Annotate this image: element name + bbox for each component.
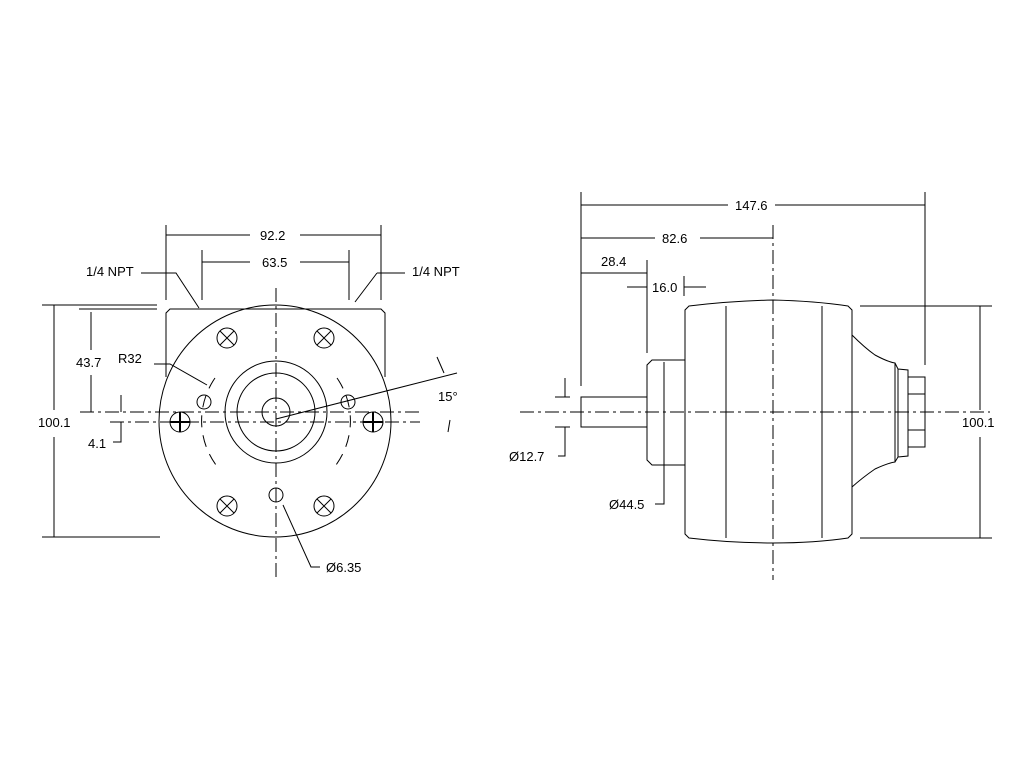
dim-16-0: 16.0	[652, 280, 677, 295]
dimension-lines	[42, 225, 451, 568]
bolt-holes	[216, 327, 335, 517]
dim-height: 100.1	[38, 415, 71, 430]
flange-circle	[158, 304, 392, 538]
angle-line	[275, 372, 458, 420]
dim-147-6: 147.6	[735, 198, 768, 213]
angle-label: 15°	[438, 389, 458, 404]
dim-4-1: 4.1	[88, 436, 106, 451]
dim-28-4: 28.4	[601, 254, 626, 269]
radius-label: R32	[118, 351, 142, 366]
port-label-right: 1/4 NPT	[412, 264, 460, 279]
r32-arc-right	[335, 377, 351, 466]
nut-flats	[908, 393, 925, 431]
dim-63-5: 63.5	[262, 255, 287, 270]
r32-arc-left	[201, 377, 217, 466]
pump-body	[684, 299, 853, 544]
rear-cover	[851, 334, 896, 488]
dim-82-6: 82.6	[662, 231, 687, 246]
port-label-left: 1/4 NPT	[86, 264, 134, 279]
side-dimension-lines	[555, 192, 992, 539]
front-view: 92.2 63.5 1/4 NPT 1/4 NPT 100.1 43.7 4.1…	[38, 225, 460, 580]
dim-92-2: 92.2	[260, 228, 285, 243]
cross-holes	[169, 411, 384, 433]
hub-dia-label: Ø44.5	[609, 497, 644, 512]
hole-dia-label: Ø6.35	[326, 560, 361, 575]
shaft-dia-label: Ø12.7	[509, 449, 544, 464]
dim-43-7: 43.7	[76, 355, 101, 370]
side-view: 147.6 82.6 28.4 16.0 100.1 Ø12.7 Ø44.5	[509, 192, 995, 580]
dim-side-height: 100.1	[962, 415, 995, 430]
